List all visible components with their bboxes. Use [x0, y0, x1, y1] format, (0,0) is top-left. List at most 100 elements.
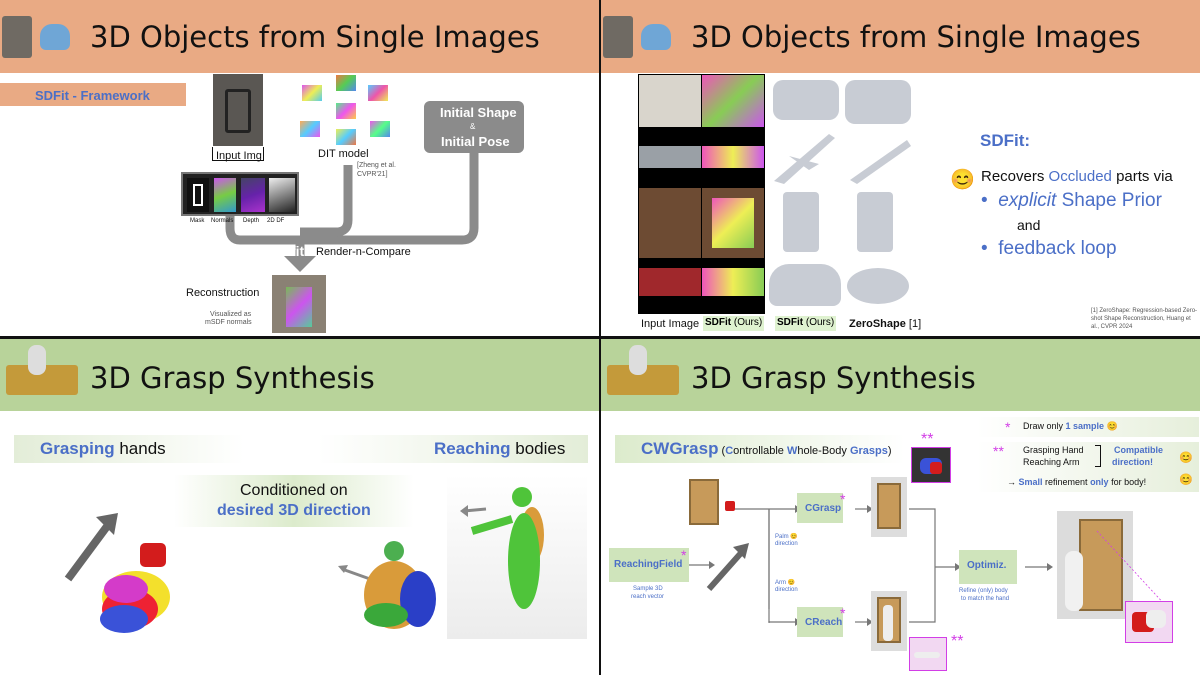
note2-bg — [977, 442, 1199, 492]
cgrasp-result — [871, 477, 907, 537]
arm-zoom — [909, 637, 947, 671]
render-strip — [181, 172, 299, 216]
panel-bottom-right: 3D Grasp Synthesis CWGrasp (Controllable… — [601, 339, 1200, 675]
hand-zoom-stars: ** — [921, 431, 934, 448]
chair-photo-icon — [2, 16, 32, 58]
sdfit-chair-gray — [783, 192, 819, 252]
reachingfield-box — [609, 548, 689, 582]
reaching-bodies: Reaching bodies — [434, 439, 566, 458]
panel-top-left: 3D Objects from Single Images SDFit - Fr… — [0, 0, 599, 336]
hand-zoom — [911, 447, 951, 483]
grasping-hands: Grasping hands — [40, 439, 166, 458]
sdfit-chair — [702, 188, 764, 258]
explicit-line: • explicit Shape Prior — [981, 190, 1162, 211]
note1-star: * — [1005, 419, 1011, 435]
feedback-line: • feedback loop — [981, 238, 1117, 259]
title-band — [0, 0, 599, 73]
input-image — [213, 74, 263, 146]
caption-sdfit2: SDFit (Ours) — [775, 316, 837, 331]
compatible-label: Compatible — [1114, 445, 1164, 455]
reconstruction-label: Reconstruction — [186, 287, 260, 299]
dit-model-graphic — [298, 75, 392, 145]
page-title: 3D Grasp Synthesis — [691, 361, 976, 395]
reconstruction-image — [272, 275, 326, 333]
recovers-line: Recovers Occluded parts via — [981, 168, 1173, 185]
input-sofa — [639, 75, 701, 127]
optimiz-label: Optimiz. — [967, 560, 1007, 571]
palm-label: Palm 😊 — [775, 534, 798, 540]
grasping-bg — [14, 435, 244, 463]
depth-label: Depth — [243, 218, 260, 224]
note2-emoji: 😊 — [1179, 452, 1193, 464]
render-compare-label: Render-n-Compare — [316, 246, 411, 258]
page-title: 3D Objects from Single Images — [90, 20, 540, 54]
input-img-label: Input Img — [216, 150, 262, 162]
conditioned-label: Conditioned on — [240, 482, 348, 499]
creach-box — [797, 607, 843, 637]
zeroshape-plane — [850, 140, 911, 184]
note3-text: → Small refinement only for body! — [1007, 477, 1147, 487]
sdfit-car — [702, 268, 764, 296]
initial-shape-box — [424, 101, 524, 153]
cgrasp-star: * — [840, 491, 846, 507]
sdfit-sofa — [702, 75, 764, 127]
sdfit-sofa-gray — [773, 80, 839, 120]
sdfit-plane-gray — [774, 134, 835, 184]
section-tag-bg — [0, 83, 186, 106]
section-tag: SDFit - Framework — [35, 88, 150, 103]
armchair-icon — [40, 24, 70, 50]
reaching-bg — [318, 435, 588, 463]
panel-top-right: 3D Objects from Single Images Input Imag… — [601, 0, 1200, 336]
note2-brace — [1095, 445, 1101, 467]
refine-line2: to match the hand — [961, 596, 1010, 602]
caption-zeroshape: ZeroShape [1] — [849, 318, 922, 330]
initial-pose-label: Initial Pose — [441, 134, 510, 149]
crouching-body-graphic — [338, 541, 436, 629]
amp-label: & — [470, 122, 476, 131]
title-band — [601, 339, 1200, 411]
final-result — [1057, 511, 1133, 619]
fit-label: fit — [291, 243, 305, 259]
optimiz-box — [959, 550, 1017, 584]
initial-shape-label: Initial Shape — [440, 105, 517, 120]
note2-star: ** — [993, 443, 1004, 459]
connector-paths — [225, 153, 479, 272]
cgrasp-label: CGrasp — [805, 503, 842, 514]
hand-arrow-graphic — [64, 513, 170, 633]
sdfit-car-gray — [769, 264, 841, 306]
arm-label: Arm 😊 — [775, 580, 796, 586]
human-icon — [629, 345, 647, 375]
page-title: 3D Grasp Synthesis — [90, 361, 375, 395]
sample-3d-label: Sample 3D — [633, 586, 663, 592]
input-car — [639, 268, 701, 296]
sdfit-plane — [702, 146, 764, 168]
panel-bottom-left: 3D Grasp Synthesis Grasping hands Reachi… — [0, 339, 599, 675]
df2d-label: 2D DF — [267, 218, 285, 224]
page-title: 3D Objects from Single Images — [691, 20, 1141, 54]
note1-bg — [977, 417, 1199, 437]
smile-emoji: 😊 — [950, 169, 975, 191]
zoom-lines — [1096, 530, 1168, 608]
visualized-label: Visualized as — [210, 311, 252, 318]
dit-ref: [Zheng et al. CVPR'21] — [357, 162, 396, 178]
human-icon — [28, 345, 46, 375]
direction-label: direction! — [1112, 457, 1154, 467]
dit-model-label: DIT model — [318, 148, 369, 160]
caption-sdfit1: SDFit (Ours) — [703, 316, 765, 331]
desired-direction: desired 3D direction — [217, 502, 371, 519]
chair-photo-icon — [603, 16, 633, 58]
reach-vector-label: reach vector — [631, 594, 665, 600]
arm-direction: direction — [775, 587, 798, 593]
bookshelf-input — [689, 479, 719, 525]
mask-label: Mask — [190, 218, 205, 224]
input-bracket — [212, 147, 264, 161]
armchair-icon — [641, 24, 671, 50]
creach-result — [871, 591, 907, 651]
standing-bodies-graphic — [460, 487, 544, 609]
reachingfield-star: * — [681, 547, 687, 563]
reference-note: [1] ZeroShape: Regression-based Zero-sho… — [1091, 308, 1198, 330]
reachingfield-label: ReachingField — [614, 559, 683, 570]
note3-emoji: 😊 — [1179, 474, 1193, 486]
cup-input — [725, 501, 735, 511]
input-plane — [639, 146, 701, 168]
